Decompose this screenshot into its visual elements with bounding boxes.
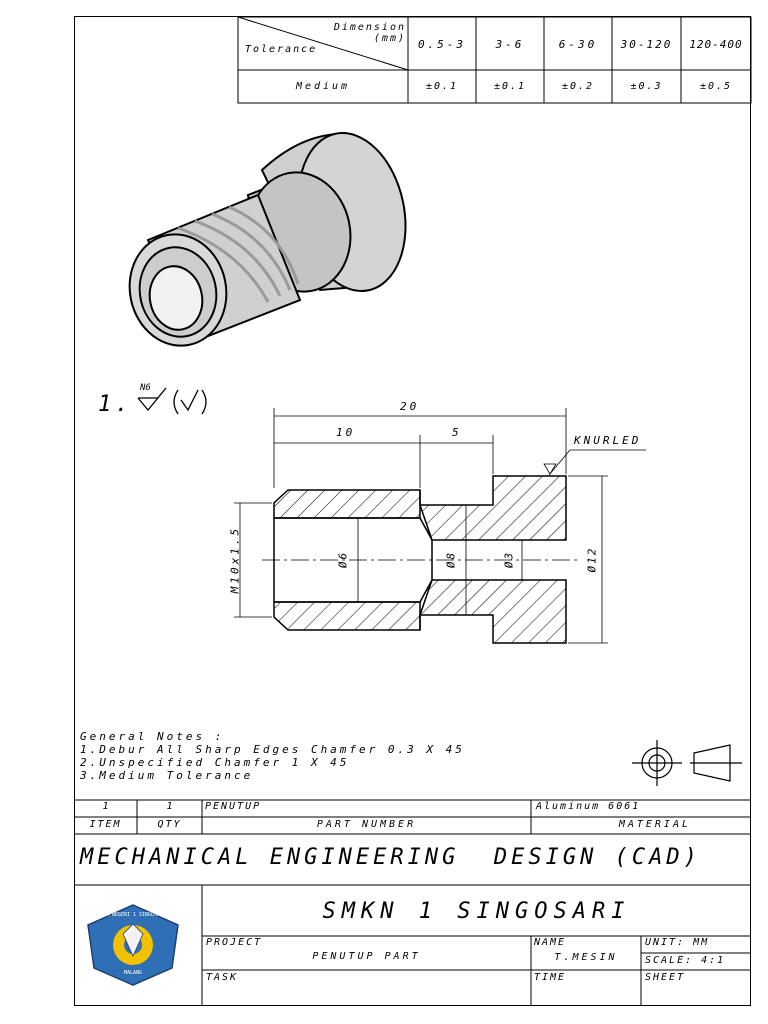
dim-left-length: 10 xyxy=(336,426,356,439)
dim-small-bore: Ø3 xyxy=(502,550,516,569)
range-cell: 30-120 xyxy=(620,38,673,51)
tolerance-table-grid xyxy=(237,16,752,104)
surface-finish-index: 1. xyxy=(98,392,133,417)
project-value: PENUTUP PART xyxy=(312,951,421,962)
general-notes: General Notes : 1.Debur All Sharp Edges … xyxy=(80,730,465,782)
note-item: 2.Unspecified Chamfer 1 X 45 xyxy=(80,756,350,769)
tolerance-value: ±0.1 xyxy=(493,81,527,92)
dim-mid-length: 5 xyxy=(452,426,462,439)
note-item: 3.Medium Tolerance xyxy=(80,769,254,782)
dim-outer-diameter: Ø12 xyxy=(585,546,599,573)
tolerance-header-tolerance: Tolerance xyxy=(245,44,318,55)
parts-qty-value: 1 xyxy=(166,801,173,812)
logo-text-top: SMK NEGERI 1 SINGOSARI xyxy=(99,912,167,918)
time-label: TIME xyxy=(534,972,567,983)
sheet-label: SHEET xyxy=(645,972,686,983)
knurled-label: KNURLED xyxy=(574,434,642,447)
range-cell: 6-30 xyxy=(558,38,598,51)
dimension-lines xyxy=(234,408,646,644)
dim-overall-length: 20 xyxy=(400,400,420,413)
parts-number-value: PENUTUP xyxy=(205,801,262,812)
isometric-view xyxy=(128,132,407,347)
name-value: T.MESIN xyxy=(554,952,618,963)
dim-thread: M10x1.5 xyxy=(228,525,242,594)
tolerance-header-dimension: Dimension (mm) xyxy=(333,22,406,44)
tolerance-value: ±0.1 xyxy=(425,81,459,92)
tolerance-value: ±0.5 xyxy=(699,81,733,92)
parts-header-part-number: PART NUMBER xyxy=(316,819,417,830)
parts-material-value: Aluminum 6061 xyxy=(536,801,641,812)
range-cell: 3-6 xyxy=(495,38,525,51)
surface-finish-symbol xyxy=(137,387,207,415)
parts-header-qty: QTY xyxy=(157,819,182,830)
parts-header-material: MATERIAL xyxy=(618,819,691,830)
tolerance-value: ±0.2 xyxy=(561,81,595,92)
range-cell: 120-400 xyxy=(689,38,743,51)
dim-mid-diameter: Ø8 xyxy=(444,550,458,569)
notes-title: General Notes : xyxy=(80,730,225,743)
scale-label: SCALE: 4:1 xyxy=(645,955,726,966)
section-view xyxy=(262,475,578,644)
school-logo xyxy=(87,904,179,986)
unit-label: UNIT: MM xyxy=(645,937,710,948)
task-label: TASK xyxy=(206,972,239,983)
drawing-title: MECHANICAL ENGINEERING DESIGN (CAD) xyxy=(80,845,701,870)
parts-item-value: 1 xyxy=(102,801,109,812)
note-item: 1.Debur All Sharp Edges Chamfer 0.3 X 45 xyxy=(80,743,465,756)
projection-symbol xyxy=(632,740,742,786)
tolerance-value: ±0.3 xyxy=(630,81,663,92)
surface-roughness-label: N6 xyxy=(140,383,151,393)
tolerance-row-label: Medium xyxy=(295,81,351,92)
dim-bore: Ø6 xyxy=(336,550,350,569)
project-label: PROJECT xyxy=(206,937,263,948)
title-block-grid xyxy=(74,799,751,1006)
school-name: SMKN 1 SINGOSARI xyxy=(322,899,631,924)
name-label: NAME xyxy=(534,937,567,948)
range-cell: 0.5-3 xyxy=(417,38,467,51)
logo-text-bottom: MALANG xyxy=(123,970,143,976)
parts-header-item: ITEM xyxy=(89,819,122,830)
